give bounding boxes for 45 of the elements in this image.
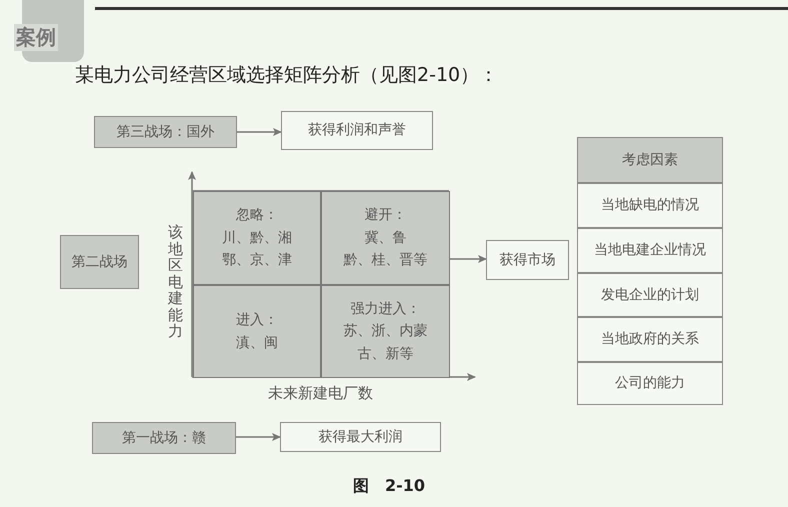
table-row-cell [577,228,723,273]
box-text: 川、黔、湘鄂、京、津 [222,228,292,270]
table-header-cell [577,137,723,183]
section-heading: 案例 [14,24,58,51]
box-text: 公司的能力 [615,374,685,394]
result-box [280,422,441,452]
box-text: 第三战场：国外 [116,122,214,142]
box-text: 获得最大利润 [318,428,402,447]
category-box [94,116,237,148]
category-box [92,422,236,454]
box-text: 第二战场 [72,252,128,272]
matrix-cell [321,191,450,285]
axis-label: 未来新建电厂数 [268,384,373,403]
arrow [449,255,487,263]
caption: 图 2-10 [353,476,426,497]
table-row-cell [577,273,723,317]
box-text: 苏、浙、内蒙古、新等 [344,322,428,364]
result-box [281,111,433,150]
result-box [486,240,569,280]
category-box [60,235,139,289]
table-row-cell [577,362,723,405]
table-row-cell [577,317,723,362]
matrix-cell [193,285,321,378]
cell-heading: 忽略： [236,206,278,226]
matrix-cell [321,285,450,378]
cell-heading: 进入： [236,311,278,330]
table-row-cell [577,183,723,228]
box-text: 获得利润和声誉 [308,121,406,140]
box-text: 当地缺电的情况 [601,196,699,216]
box-text: 考虑因素 [622,150,678,170]
arrow [237,128,282,136]
box-text: 发电企业的计划 [601,286,699,305]
matrix-cell [193,191,321,285]
cell-heading: 避开： [364,206,406,226]
box-text: 滇、闽 [236,334,278,352]
cell-heading: 强力进入： [350,300,420,319]
box-text: 获得市场 [500,250,556,270]
title: 某电力公司经营区域选择矩阵分析（见图2-10）： [75,63,498,88]
box-text: 第一战场：赣 [122,428,206,448]
box-text: 当地电建企业情况 [594,241,706,260]
box-text: 冀、鲁黔、桂、晋等 [344,228,428,270]
axis-label: 该地区电建能力 [168,224,183,340]
arrow [236,433,281,441]
matrix-grid [192,190,449,377]
box-text: 当地政府的关系 [601,330,699,350]
